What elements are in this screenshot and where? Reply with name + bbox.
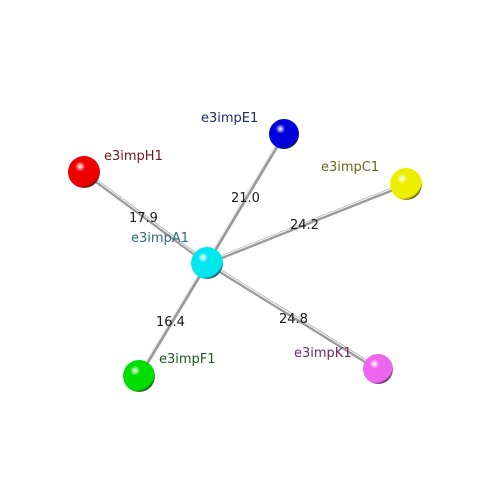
- atom-sphere-H1[interactable]: [68, 156, 100, 188]
- atom-label-H1: e3impH1: [104, 149, 163, 164]
- distance-label-E1: 21.0: [231, 191, 260, 206]
- atom-label-A1: e3impA1: [131, 231, 189, 246]
- distance-label-F1: 16.4: [156, 315, 185, 330]
- atom-label-F1: e3impF1: [159, 352, 216, 367]
- distance-label-C1: 24.2: [290, 218, 319, 233]
- bond-F1: [137, 261, 209, 378]
- atom-labels: e3impH1 e3impE1 e3impC1 e3impF1 e3impK1 …: [104, 111, 379, 367]
- atom-sphere-C1[interactable]: [390, 168, 422, 200]
- distance-label-K1: 24.8: [279, 312, 308, 327]
- atom-sphere-F1[interactable]: [123, 360, 155, 392]
- distance-labels: 17.9 21.0 24.2 16.4 24.8: [129, 191, 319, 330]
- distance-label-H1: 17.9: [129, 211, 158, 226]
- atom-sphere-K1[interactable]: [363, 354, 393, 384]
- atom-label-E1: e3impE1: [201, 111, 258, 126]
- atom-label-K1: e3impK1: [294, 346, 352, 361]
- bond-E1: [205, 132, 286, 265]
- atom-sphere-E1[interactable]: [269, 119, 299, 149]
- bond-group: [82, 132, 408, 378]
- atom-label-C1: e3impC1: [321, 160, 379, 175]
- atom-sphere-A1[interactable]: [191, 247, 223, 279]
- bond-C1: [205, 182, 408, 265]
- atom-group: [68, 119, 422, 392]
- bond-H1: [82, 170, 209, 265]
- bond-K1: [205, 261, 380, 371]
